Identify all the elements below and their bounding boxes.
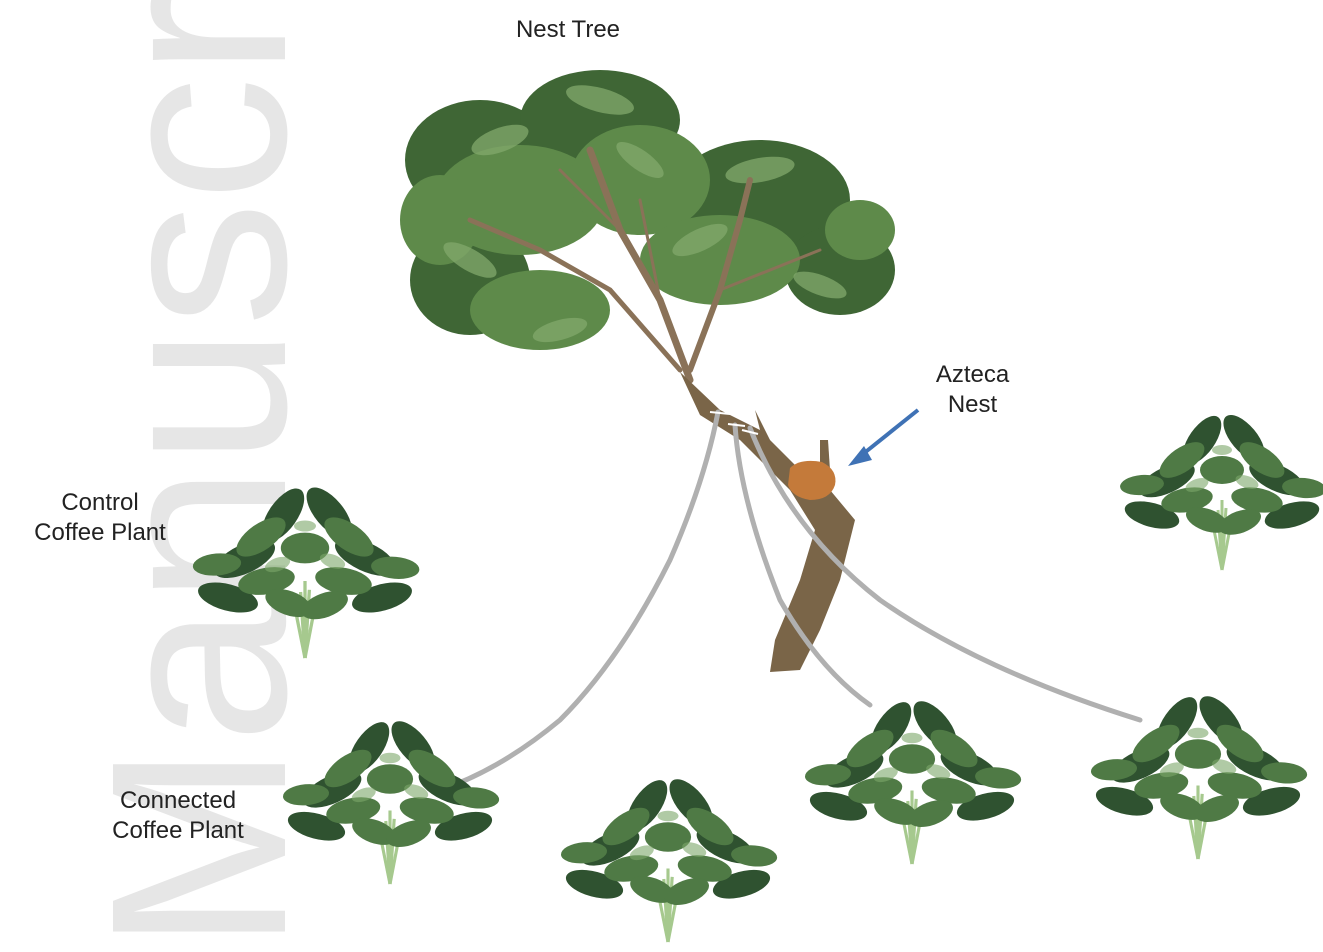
tree-canopy	[400, 70, 895, 350]
nest-tree-label-text: Nest Tree	[516, 16, 620, 43]
control-label-line1: Control	[0, 488, 200, 518]
control-coffee-plant-label: Control Coffee Plant	[0, 488, 200, 548]
coffee-plant-icon	[1119, 408, 1323, 570]
azteca-nest-label-line1: Azteca	[900, 360, 1045, 390]
connected-coffee-plant-label: Connected Coffee Plant	[78, 786, 278, 846]
connected-label-line1: Connected	[78, 786, 278, 816]
azteca-nest-label-line2: Nest	[900, 390, 1045, 420]
connected-label-line2: Coffee Plant	[78, 816, 278, 846]
coffee-plant-icon	[804, 694, 1022, 864]
nest-tree-label: Nest Tree	[478, 15, 658, 45]
connector-to-plant-1	[440, 412, 718, 790]
control-label-line2: Coffee Plant	[0, 518, 200, 548]
azteca-nest-label: Azteca Nest	[900, 360, 1045, 420]
nest-tree-icon	[400, 70, 895, 672]
coffee-plant-icon	[560, 772, 778, 942]
tree-trunk	[680, 372, 855, 672]
azteca-nest-icon	[788, 461, 835, 500]
